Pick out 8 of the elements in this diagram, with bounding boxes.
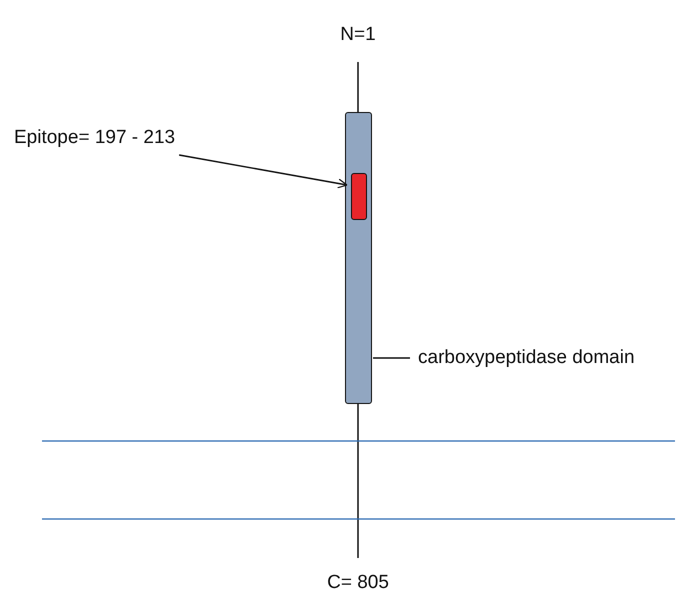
protein-bar bbox=[345, 112, 372, 404]
terminus-label: N=1 bbox=[340, 24, 376, 46]
terminus-label: C= 805 bbox=[327, 572, 389, 594]
annotation-label: Epitope= 197 - 213 bbox=[14, 127, 176, 149]
arrow bbox=[178, 154, 348, 188]
epitope-region bbox=[351, 173, 367, 220]
annotation-label: carboxypeptidase domain bbox=[418, 347, 635, 369]
leader-line bbox=[373, 357, 410, 359]
